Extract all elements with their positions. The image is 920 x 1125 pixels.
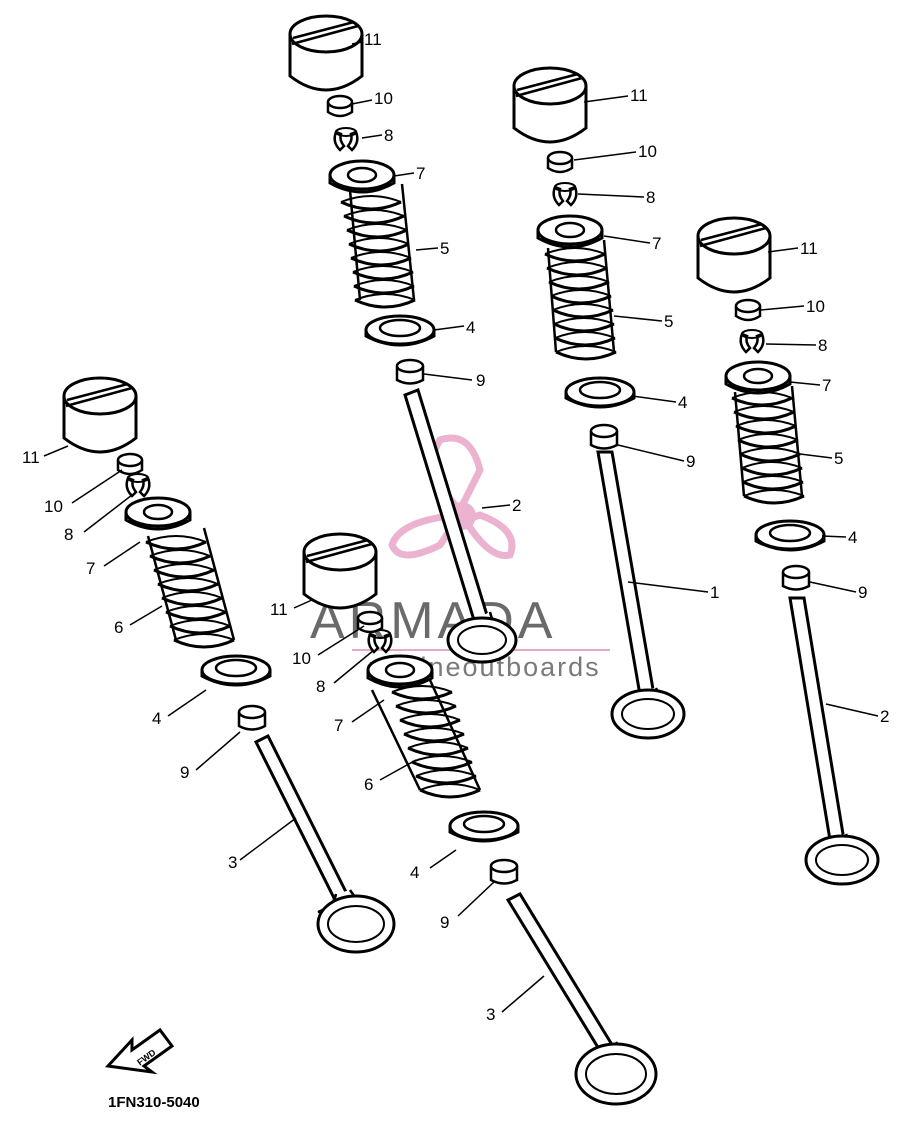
label-left-6: 6 [114,618,123,637]
label-bottom-center-7: 7 [334,716,343,735]
assembly-left: 11 10 8 7 6 4 9 3 [22,376,396,954]
label-far-right-9: 9 [858,583,867,602]
tappet-part-11 [302,532,378,610]
label-top-center-9: 9 [476,371,485,390]
shim-part-10 [356,610,384,634]
label-bottom-center-4: 4 [410,863,419,882]
label-top-center-5: 5 [440,239,449,258]
retainer-part-7 [536,214,604,249]
label-bottom-center-6: 6 [364,775,373,794]
label-top-center-11: 11 [364,30,382,49]
label-left-10: 10 [44,497,63,516]
label-bottom-center-11: 11 [270,600,288,619]
label-left-11: 11 [22,448,40,467]
stem-seal-part-9 [237,704,267,731]
diagram-code: 1FN310-5040 [108,1094,200,1111]
label-top-right-4: 4 [678,393,687,412]
forward-arrow-icon: FWD [104,1027,175,1075]
tappet-part-11 [512,66,588,144]
assembly-far-right: 11 10 8 7 5 4 9 2 [696,216,889,886]
retainer-part-7 [328,159,396,194]
spring-seat-part-4 [364,314,436,347]
valve-spring-part-6 [144,527,236,649]
label-left-4: 4 [152,709,161,728]
valve-spring-part-6 [370,679,482,799]
valve-part-2 [788,596,880,886]
valve-part-2 [403,388,518,664]
stem-seal-part-9 [781,564,811,591]
label-left-8: 8 [64,525,73,544]
tappet-part-11 [62,376,138,454]
label-far-right-5: 5 [834,449,843,468]
valve-spring-part-5 [543,239,618,361]
retainer-part-7 [366,654,434,689]
shim-part-10 [546,150,574,174]
label-far-right-11: 11 [800,239,818,258]
label-top-right-10: 10 [638,142,657,161]
retainer-part-7 [724,360,792,395]
cotter-part-8 [552,181,578,207]
label-left-7: 7 [86,559,95,578]
valve-spring-part-5 [730,385,806,505]
stem-seal-part-9 [395,358,425,385]
label-top-center-2: 2 [512,496,521,515]
tappet-part-11 [288,14,364,92]
label-top-center-7: 7 [416,164,425,183]
valve-part-3 [505,892,658,1106]
cotter-part-8 [125,472,151,498]
label-bottom-center-8: 8 [316,677,325,696]
label-left-9: 9 [180,763,189,782]
label-far-right-7: 7 [822,376,831,395]
spring-seat-part-4 [754,519,826,552]
assembly-top-right: 11 10 8 7 5 4 9 1 [512,66,719,740]
valve-spring-part-5 [339,183,417,309]
spring-seat-part-4 [564,376,636,409]
spring-seat-part-4 [200,654,272,687]
spring-seat-part-4 [448,810,520,843]
retainer-part-7 [124,496,192,531]
stem-seal-part-9 [589,423,619,450]
tappet-part-11 [696,216,772,294]
valve-part-1 [596,450,686,740]
label-top-center-4: 4 [466,318,475,337]
shim-part-10 [326,94,354,118]
label-bottom-center-3: 3 [486,1005,495,1024]
shim-part-10 [734,298,762,322]
label-top-right-9: 9 [686,452,695,471]
label-far-right-10: 10 [806,297,825,316]
label-top-center-10: 10 [374,89,393,108]
label-far-right-2: 2 [880,707,889,726]
label-bottom-center-9: 9 [440,913,449,932]
label-left-3: 3 [228,853,237,872]
label-top-right-5: 5 [664,312,673,331]
cotter-part-8 [333,126,359,152]
label-top-right-7: 7 [652,234,661,253]
label-far-right-4: 4 [848,528,857,547]
label-top-right-8: 8 [646,188,655,207]
label-bottom-center-10: 10 [292,649,311,668]
label-far-right-8: 8 [818,336,827,355]
cotter-part-8 [739,328,765,354]
label-top-right-11: 11 [630,86,648,105]
assembly-bottom-center: 11 10 8 7 6 4 9 3 [270,532,658,1106]
label-top-right-1: 1 [710,583,719,602]
label-top-center-8: 8 [384,126,393,145]
assembly-top-center: 11 10 8 7 5 4 9 2 [288,14,521,664]
stem-seal-part-9 [489,858,519,885]
valve-part-3 [253,733,396,954]
